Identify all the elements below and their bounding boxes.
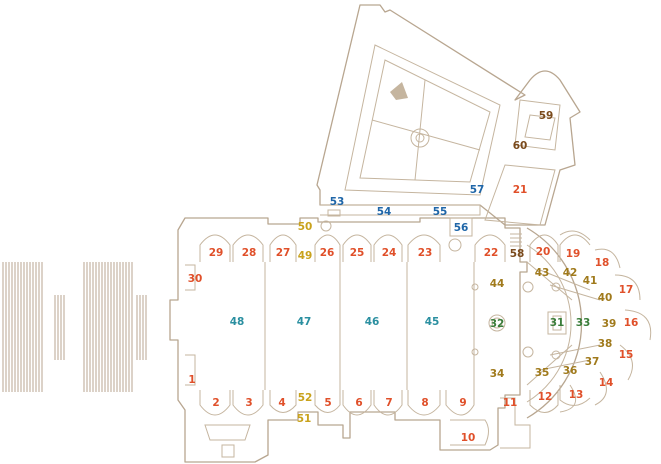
room-label-27: 27 [276, 247, 291, 259]
room-label-46: 46 [365, 316, 380, 328]
room-label-59: 59 [539, 110, 554, 122]
room-label-26: 26 [320, 247, 335, 259]
room-label-54: 54 [377, 206, 392, 218]
room-label-17: 17 [619, 284, 634, 296]
room-label-60: 60 [513, 140, 528, 152]
room-label-6: 6 [355, 397, 362, 409]
room-label-57: 57 [470, 184, 485, 196]
plan-walls [169, 4, 652, 463]
room-label-40: 40 [598, 292, 613, 304]
room-label-20: 20 [536, 246, 551, 258]
room-label-43: 43 [535, 267, 550, 279]
room-label-7: 7 [385, 397, 392, 409]
room-label-8: 8 [421, 397, 428, 409]
stairs [510, 233, 522, 247]
room-label-2: 2 [212, 397, 219, 409]
room-label-29: 29 [209, 247, 224, 259]
room-label-51: 51 [297, 413, 312, 425]
room-label-12: 12 [538, 391, 553, 403]
room-label-58: 58 [510, 248, 525, 260]
room-label-9: 9 [459, 397, 466, 409]
room-label-22: 22 [484, 247, 499, 259]
room-label-42: 42 [563, 267, 578, 279]
room-label-28: 28 [242, 247, 257, 259]
room-label-36: 36 [563, 365, 578, 377]
room-label-55: 55 [433, 206, 448, 218]
room-label-37: 37 [585, 356, 600, 368]
room-label-14: 14 [599, 377, 614, 389]
room-label-34: 34 [490, 368, 505, 380]
room-label-10: 10 [461, 432, 476, 444]
room-label-44: 44 [490, 278, 505, 290]
room-label-49: 49 [298, 250, 313, 262]
room-label-31: 31 [550, 317, 565, 329]
room-label-4: 4 [278, 397, 285, 409]
room-label-30: 30 [188, 273, 203, 285]
room-label-25: 25 [350, 247, 365, 259]
room-label-19: 19 [566, 248, 581, 260]
room-label-52: 52 [298, 392, 313, 404]
room-label-15: 15 [619, 349, 634, 361]
room-label-38: 38 [598, 338, 613, 350]
room-label-35: 35 [535, 367, 550, 379]
room-label-53: 53 [330, 196, 345, 208]
room-label-39: 39 [602, 318, 617, 330]
room-label-5: 5 [324, 397, 331, 409]
room-label-13: 13 [569, 389, 584, 401]
room-label-41: 41 [583, 275, 598, 287]
room-label-50: 50 [298, 221, 313, 233]
room-label-1: 1 [188, 374, 195, 386]
room-label-33: 33 [576, 317, 591, 329]
room-label-11: 11 [503, 397, 518, 409]
room-label-47: 47 [297, 316, 312, 328]
room-label-48: 48 [230, 316, 245, 328]
room-label-32: 32 [490, 318, 505, 330]
room-number-labels: 1 2 3 4 5 6 7 8 9 10 11 12 13 14 15 16 1… [188, 110, 639, 444]
room-label-23: 23 [418, 247, 433, 259]
room-label-16: 16 [624, 317, 639, 329]
room-label-56: 56 [454, 222, 469, 234]
hatched-ruins [2, 262, 147, 392]
room-label-18: 18 [595, 257, 610, 269]
room-label-21: 21 [513, 184, 528, 196]
room-label-24: 24 [382, 247, 397, 259]
room-label-3: 3 [245, 397, 252, 409]
room-label-45: 45 [425, 316, 440, 328]
